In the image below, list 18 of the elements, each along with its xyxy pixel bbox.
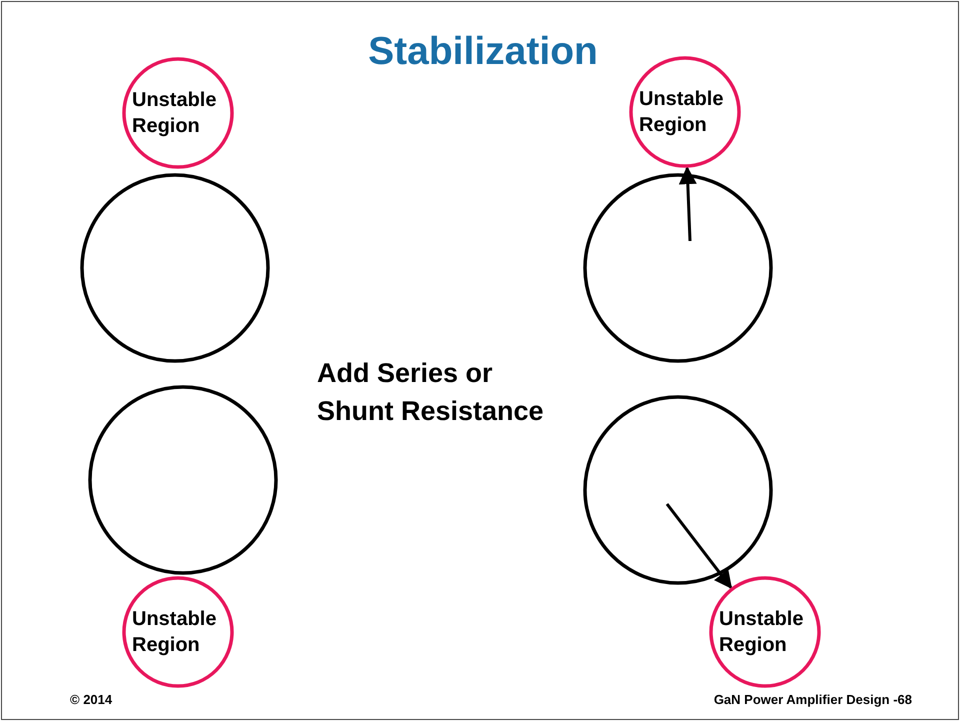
stability-circle [80, 173, 270, 363]
stability-circle [88, 385, 278, 575]
region-circle [122, 57, 234, 169]
annotation-text: Add Series or Shunt Resistance [317, 357, 545, 428]
stability-circle [583, 173, 773, 363]
stability-circle [583, 395, 773, 585]
region-circle [122, 576, 234, 688]
region-label: Unstable Region [639, 87, 724, 138]
slide-title: Stabilization [367, 30, 599, 74]
copyright-footer: © 2014 [70, 692, 112, 707]
region-circle [629, 56, 741, 168]
arrow [678, 166, 697, 242]
region-label: Unstable Region [132, 88, 218, 139]
region-label: Unstable Region [719, 607, 804, 658]
region-label: Unstable Region [132, 607, 218, 658]
arrow [666, 503, 732, 589]
region-circle [709, 576, 821, 688]
slide-footer: GaN Power Amplifier Design -68 [714, 692, 912, 707]
